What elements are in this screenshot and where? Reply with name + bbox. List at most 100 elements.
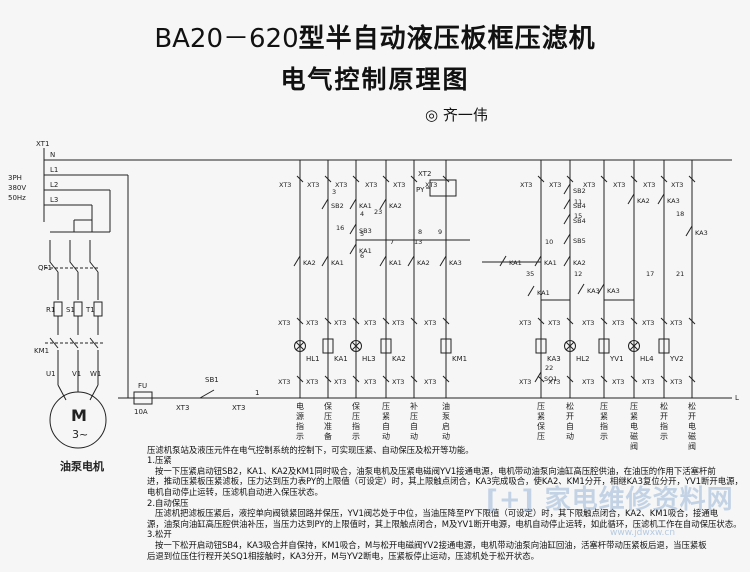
circuit-line	[324, 317, 332, 325]
xt3-label: XT3	[582, 319, 594, 327]
indicator-lamp-icon	[295, 341, 305, 351]
circuit-line	[442, 317, 450, 325]
control-feed	[133, 389, 215, 405]
line-l3-label: L3	[50, 196, 58, 204]
switch-contact-icon	[439, 255, 447, 267]
relay-coil-icon	[440, 338, 452, 354]
node-label: 9	[438, 228, 442, 236]
switch-contact-icon	[349, 198, 357, 210]
switch-contact-icon	[321, 198, 329, 210]
w1-label: W1	[90, 370, 101, 378]
switch-contact-icon	[577, 283, 585, 295]
circuit-line	[352, 375, 360, 383]
function-label: 自	[410, 421, 418, 431]
xt3-label: XT3	[232, 404, 245, 412]
description-line: 3.松开	[147, 529, 172, 540]
function-label: 启	[442, 421, 450, 431]
function-label: 源	[296, 412, 304, 421]
node-label: 35	[526, 270, 534, 278]
function-label: 保	[537, 421, 545, 431]
load-label: KM1	[452, 355, 467, 363]
supply-3ph: 3PH	[8, 174, 22, 182]
switch-contact-icon	[685, 225, 693, 237]
node-label: 17	[646, 270, 654, 278]
circuit-line	[296, 317, 304, 325]
description-line: 2.自动保压	[147, 497, 189, 508]
node-1-label: 1	[255, 389, 259, 397]
switch-contact-icon	[321, 255, 329, 267]
function-label: 压	[382, 402, 390, 411]
description-line: 电机自动停止运转，压滤机自动进入保压状态。	[147, 486, 323, 497]
function-label: 电	[296, 401, 304, 411]
control-rungs	[293, 160, 696, 398]
qf1-label: QF1	[38, 264, 52, 272]
watermark-url: www.jdwxw.cn	[610, 528, 676, 538]
description-line: 压滤机把滤板压紧后，液控单向阀锁紧回路并保压，YV1阀芯处于中位，当油压降至PY…	[147, 508, 719, 519]
title-text: 型半自动液压板框压滤机	[298, 24, 596, 54]
xt3-label: XT3	[612, 319, 624, 327]
circuit-line	[382, 175, 390, 183]
supply-voltage: 380V	[8, 184, 26, 192]
indicator-lamp-icon	[565, 341, 575, 351]
xt3-label: XT3	[364, 378, 376, 386]
circuit-line	[537, 175, 545, 183]
xt3-label: XT3	[393, 181, 405, 189]
xt3-label: XT3	[278, 378, 290, 386]
switch-contact-icon	[407, 255, 415, 267]
node-label: 6	[360, 252, 364, 260]
node-label: 23	[374, 208, 382, 216]
description-line: 源，油泵向油缸高压腔供油补压，当压力达到PY的上限值时，其上限触点闭合，M及YV…	[147, 518, 742, 529]
xt3-label: XT3	[279, 181, 291, 189]
circuit-line	[660, 175, 668, 183]
function-label: 保	[324, 401, 332, 411]
function-label: 阀	[630, 442, 638, 451]
contact-label: KA1	[537, 289, 550, 297]
load-label: HL2	[576, 355, 590, 363]
relay-coil-icon	[380, 338, 392, 354]
function-label: 压	[352, 412, 360, 421]
power-buses	[43, 148, 732, 399]
load-label: KA3	[547, 355, 561, 363]
contact-label: KA3	[607, 287, 620, 295]
node-label: 21	[676, 270, 684, 278]
km1-main-label: KM1	[34, 347, 49, 355]
indicator-lamp-icon	[564, 340, 576, 352]
function-label: 压	[630, 402, 638, 411]
function-label: 动	[382, 431, 390, 441]
author: ◎ 齐一伟	[425, 106, 488, 124]
contact-label: SB2	[331, 202, 344, 210]
node-label: 8	[418, 228, 422, 236]
function-label: 示	[352, 432, 360, 441]
contact-label: KA3	[695, 229, 708, 237]
switch-contact-icon	[379, 255, 387, 267]
node-label: 10	[545, 238, 553, 246]
switch-contact-icon	[379, 198, 387, 210]
contact-label: SB5	[573, 237, 586, 245]
xt3-label: XT3	[670, 378, 682, 386]
function-label: 备	[324, 431, 332, 441]
line-l2-label: L2	[50, 181, 58, 189]
contact-label: KA3	[587, 287, 600, 295]
xt3-label: XT3	[365, 181, 377, 189]
motor-power-circuit	[45, 190, 111, 449]
node-label: 11	[574, 198, 582, 206]
function-label: 油	[442, 401, 450, 411]
s1-label: S1	[66, 306, 75, 314]
switch-contact-icon	[563, 198, 571, 210]
motor-symbol: M	[71, 406, 87, 425]
node-label: 5	[360, 230, 364, 238]
sb1-label: SB1	[205, 376, 219, 384]
circuit-line	[600, 375, 608, 383]
indicator-lamp-icon	[351, 341, 361, 351]
xt3-label: XT3	[549, 181, 561, 189]
contact-label: KA2	[303, 259, 316, 267]
motor-name: 油泵电机	[60, 459, 104, 473]
load-label: HL4	[640, 355, 654, 363]
v1-label: V1	[72, 370, 81, 378]
relay-coil-icon	[658, 338, 670, 354]
switch-contact-icon	[563, 233, 571, 245]
circuit-line	[410, 375, 418, 383]
function-label: 自	[382, 421, 390, 431]
function-label: 开	[660, 412, 668, 421]
function-label: 开	[566, 412, 574, 421]
